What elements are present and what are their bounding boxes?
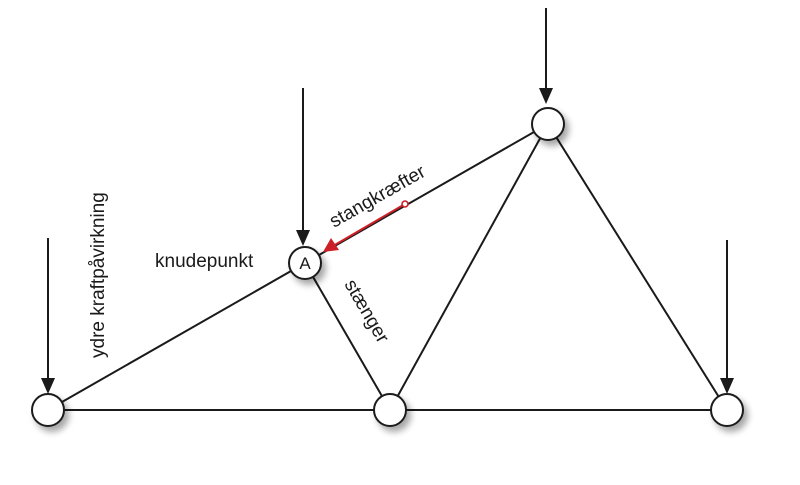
load-arrow-left [41,238,55,394]
load-arrow-right [720,240,734,394]
bar-left-to-a [47,262,306,411]
node-a-letter: A [299,254,311,273]
bar-force-arrowhead [323,238,339,252]
node-top [531,107,565,141]
truss-nodes: A [31,107,744,427]
node-a [288,246,322,280]
node-bottom-left [31,393,65,427]
label-joint: knudepunkt [155,251,254,272]
bar-a-to-middle [304,262,391,411]
bar-top-to-right [547,123,728,411]
node-bottom-right [710,393,744,427]
truss-members [47,123,728,411]
label-external-force: ydre kraftpåvirkning [88,192,109,358]
bar-force-origin-dot [401,200,409,208]
bar-force-arrow [323,200,409,252]
bar-middle-to-top [389,123,549,411]
node-bottom-middle [373,393,407,427]
load-arrow-top [539,8,553,104]
bar-force-line [332,203,406,247]
load-arrow-a [296,88,310,246]
external-loads [41,8,734,394]
